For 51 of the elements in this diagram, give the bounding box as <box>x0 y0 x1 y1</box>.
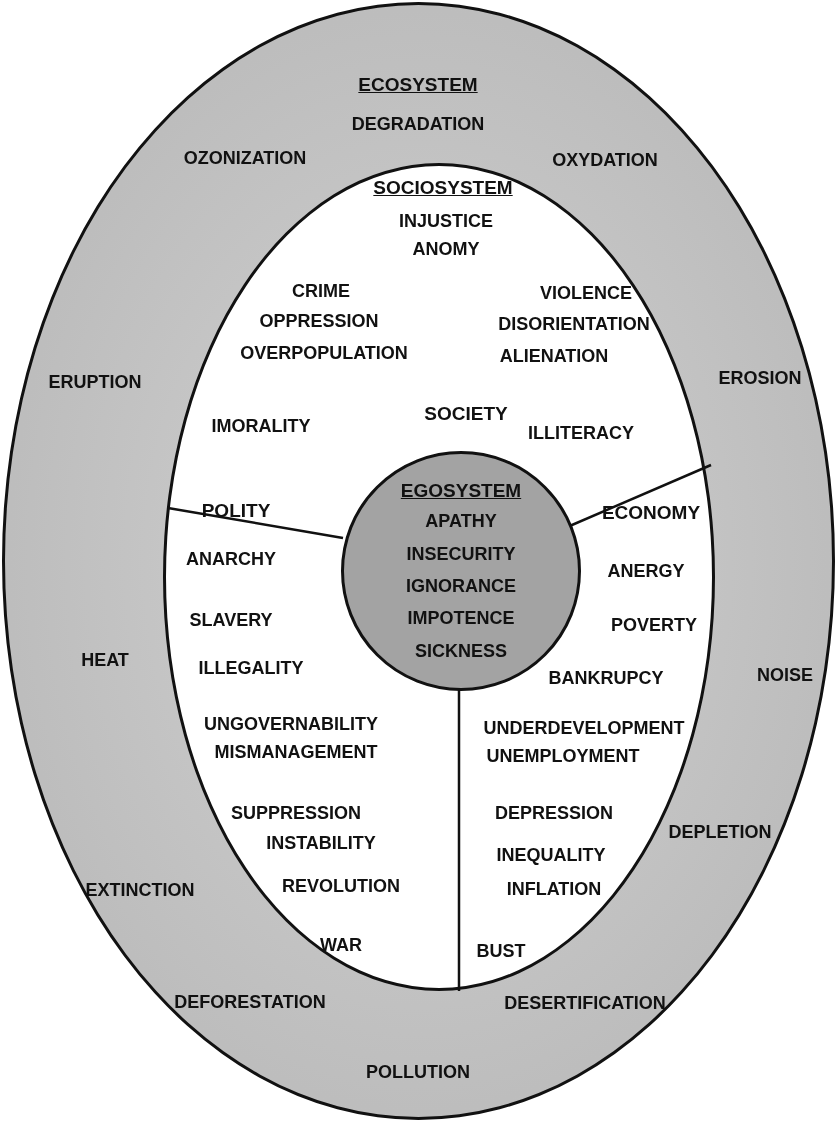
word-label: SUPPRESSION <box>231 802 361 824</box>
word-label: BANKRUPCY <box>548 667 664 689</box>
word-label: ALIENATION <box>499 345 609 367</box>
word-label: INSECURITY <box>406 543 516 565</box>
word-label: OPPRESSION <box>259 310 379 332</box>
word-label: DESERTIFICATION <box>504 992 666 1014</box>
word-label: IGNORANCE <box>406 575 516 597</box>
word-label: HEAT <box>81 649 129 671</box>
word-label: ANARCHY <box>186 548 276 570</box>
word-label: ILLITERACY <box>528 422 634 444</box>
word-label: OVERPOPULATION <box>240 342 408 364</box>
word-label: INJUSTICE <box>399 210 493 232</box>
word-label: INSTABILITY <box>266 832 376 854</box>
section-heading: ECONOMY <box>601 502 701 524</box>
section-heading: SOCIETY <box>424 403 508 425</box>
section-heading: EGOSYSTEM <box>400 480 522 502</box>
word-label: IMORALITY <box>211 415 311 437</box>
word-label: INFLATION <box>506 878 602 900</box>
word-label: POLLUTION <box>366 1061 470 1083</box>
word-label: IMPOTENCE <box>407 607 515 629</box>
word-label: POVERTY <box>611 614 697 636</box>
word-label: APATHY <box>425 510 497 532</box>
word-label: EXTINCTION <box>85 879 195 901</box>
word-label: REVOLUTION <box>282 875 400 897</box>
word-label: ANERGY <box>607 560 685 582</box>
word-label: DISORIENTATION <box>498 313 650 335</box>
word-label: DEPLETION <box>668 821 772 843</box>
word-label: OZONIZATION <box>183 147 307 169</box>
word-label: DEFORESTATION <box>174 991 326 1013</box>
word-label: DEPRESSION <box>495 802 613 824</box>
word-label: ERUPTION <box>48 371 142 393</box>
word-label: DEGRADATION <box>351 113 485 135</box>
word-label: BUST <box>476 940 526 962</box>
word-label: OXYDATION <box>552 149 658 171</box>
word-label: SLAVERY <box>189 609 273 631</box>
word-label: NOISE <box>757 664 813 686</box>
word-label: CRIME <box>292 280 350 302</box>
section-heading: SOCIOSYSTEM <box>373 177 513 199</box>
word-label: UNEMPLOYMENT <box>486 745 640 767</box>
word-label: INEQUALITY <box>496 844 606 866</box>
word-label: ILLEGALITY <box>198 657 304 679</box>
section-heading: ECOSYSTEM <box>358 74 478 96</box>
word-label: MISMANAGEMENT <box>214 741 378 763</box>
word-label: UNDERDEVELOPMENT <box>483 717 685 739</box>
word-label: VIOLENCE <box>540 282 632 304</box>
word-label: ANOMY <box>412 238 480 260</box>
word-label: SICKNESS <box>415 640 507 662</box>
word-label: UNGOVERNABILITY <box>204 713 378 735</box>
word-label: EROSION <box>718 367 802 389</box>
section-heading: POLITY <box>201 500 271 522</box>
word-label: WAR <box>320 934 362 956</box>
